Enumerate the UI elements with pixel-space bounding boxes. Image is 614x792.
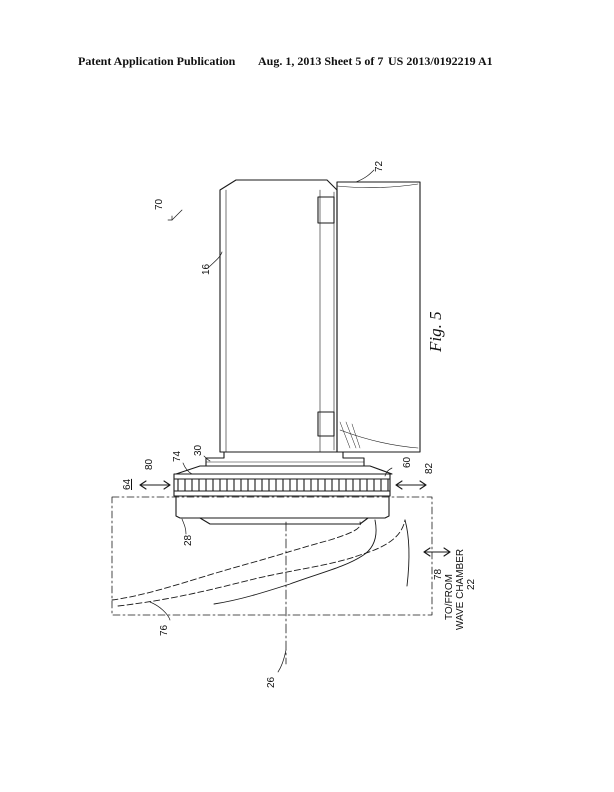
label-78: 78 (433, 568, 444, 580)
toothed-ring-74 (173, 473, 391, 497)
label-80: 80 (144, 458, 155, 470)
publication-title: Patent Application Publication (78, 54, 236, 68)
label-26: 26 (266, 676, 277, 688)
label-74: 74 (172, 450, 183, 462)
wave-region-box-64 (111, 496, 433, 616)
neck-flange-30 (175, 451, 393, 475)
housing-72 (336, 181, 421, 453)
patent-number: US 2013/0192219 A1 (388, 54, 493, 68)
leader-70 (171, 209, 183, 221)
label-76: 76 (159, 624, 170, 636)
label-to-from: TO/FROM (444, 574, 455, 620)
mount-tab-bottom (317, 411, 335, 437)
disk-28 (175, 495, 390, 525)
arrow-78 (423, 547, 451, 557)
date-and-sheet: Aug. 1, 2013 Sheet 5 of 7 (258, 54, 384, 68)
leader-lines (149, 169, 393, 673)
figure-labels: 70 72 16 64 80 74 30 60 82 28 78 TO/FROM… (122, 160, 477, 688)
label-82: 82 (424, 462, 435, 474)
label-64: 64 (122, 478, 133, 490)
label-22: 22 (466, 578, 477, 590)
mount-tab-top (317, 196, 335, 224)
wave-curves-76 (111, 519, 410, 607)
label-72: 72 (374, 160, 385, 172)
label-60: 60 (402, 456, 413, 468)
label-28: 28 (183, 534, 194, 546)
label-16: 16 (201, 263, 212, 275)
label-wave-chamber: WAVE CHAMBER (455, 549, 466, 630)
arrow-80 (139, 480, 171, 490)
label-70: 70 (154, 198, 165, 210)
figure-caption: Fig. 5 (426, 311, 445, 353)
arrow-82 (395, 480, 427, 490)
cylinder-body-16 (219, 179, 338, 453)
label-30: 30 (193, 444, 204, 456)
